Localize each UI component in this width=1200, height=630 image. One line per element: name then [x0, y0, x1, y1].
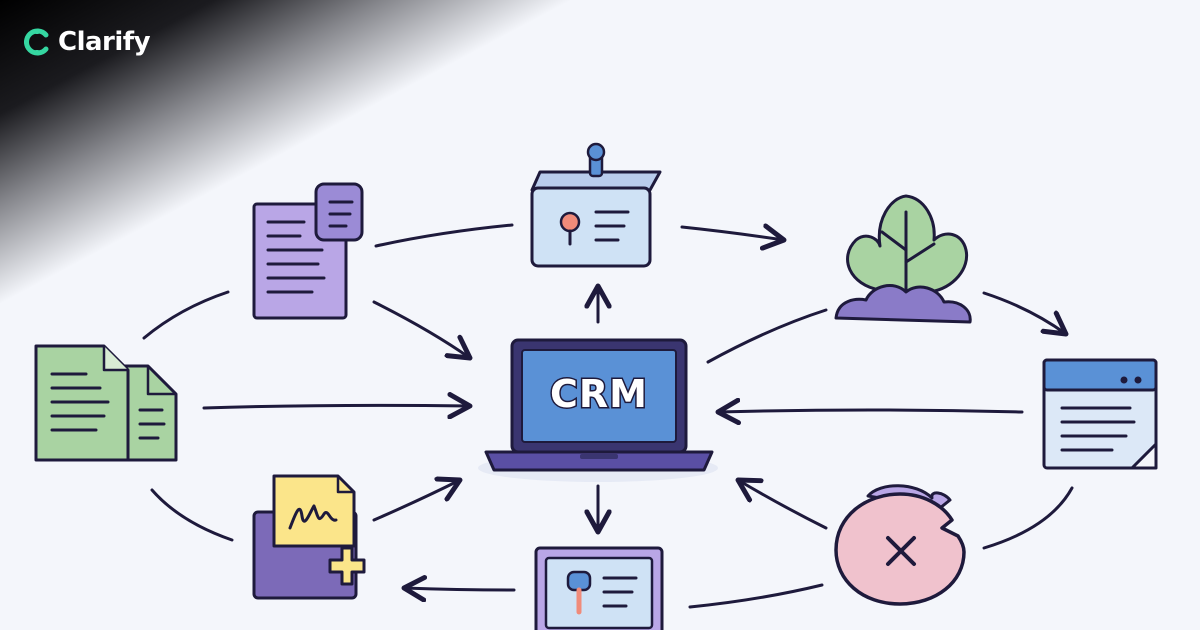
brand-logo: Clarify — [22, 26, 151, 58]
arrow-doc-to-crm — [372, 300, 470, 358]
id-badge-icon — [530, 142, 662, 268]
plant-icon — [834, 194, 972, 324]
line-cancel-to-card — [688, 583, 824, 609]
crm-label: CRM — [550, 372, 648, 416]
arrow-window-to-crm — [718, 410, 1024, 412]
clarify-logo-icon — [24, 28, 49, 56]
arrow-folder-to-crm — [372, 480, 460, 522]
arrow-badge-to-plant — [680, 227, 784, 240]
arrow-card-to-folder — [404, 588, 516, 590]
line-folder-to-files — [150, 488, 234, 542]
document-icon — [252, 182, 364, 320]
arrow-files-to-crm — [202, 405, 470, 408]
line-window-to-cancel — [982, 486, 1074, 550]
line-crm-to-plant — [706, 308, 828, 364]
arrow-plant-to-window — [982, 291, 1066, 334]
browser-window-icon — [1042, 358, 1158, 470]
line-doc-to-badge — [374, 223, 514, 248]
contact-card-icon — [534, 546, 664, 630]
files-icon — [34, 344, 178, 462]
arrow-cancel-to-crm — [738, 480, 828, 530]
connector-lines — [142, 223, 1074, 609]
crm-laptop-icon: CRM — [478, 338, 718, 482]
signed-folder-icon — [252, 474, 366, 600]
cancel-circle-icon — [834, 484, 966, 606]
brand-name: Clarify — [58, 27, 151, 57]
line-files-to-doc — [142, 290, 230, 340]
